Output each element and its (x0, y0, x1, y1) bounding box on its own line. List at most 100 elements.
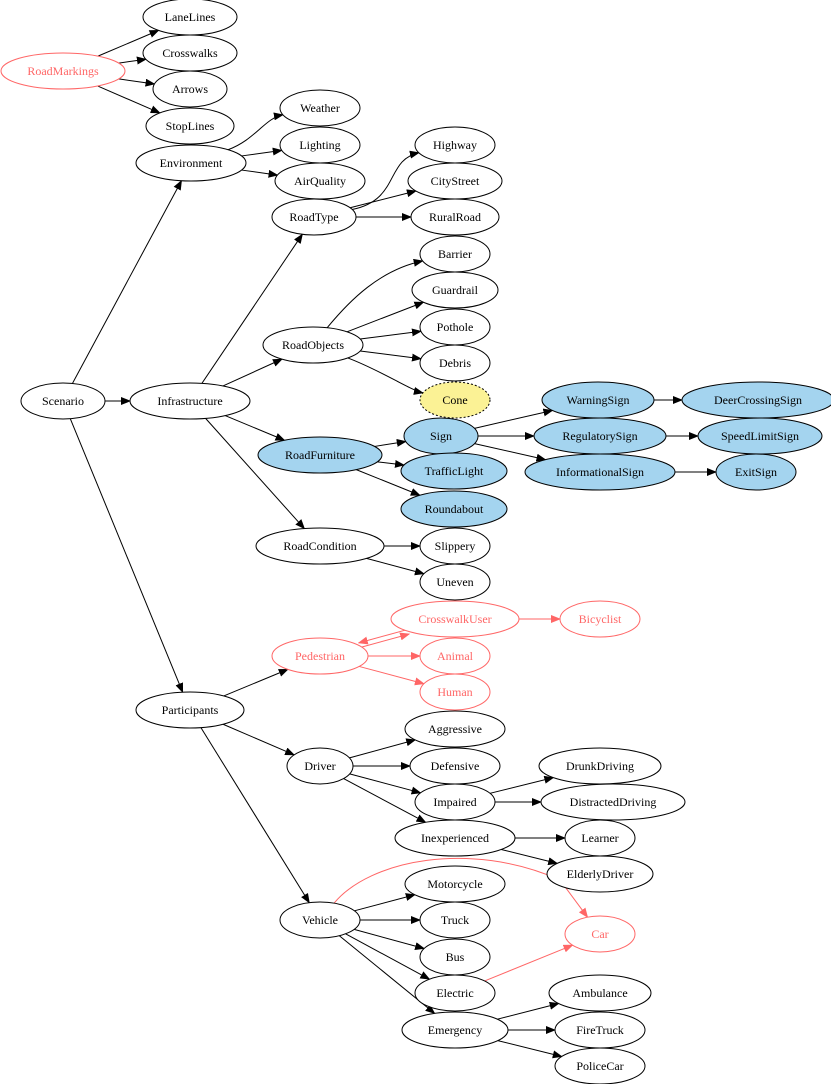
node-policecar[interactable]: PoliceCar (554, 1047, 646, 1084)
node-driver[interactable]: Driver (286, 747, 354, 785)
edge-vehicle-to-car (333, 857, 589, 918)
node-shape (390, 600, 520, 638)
node-label: Defensive (431, 759, 480, 773)
node-label: Sign (430, 429, 452, 443)
edge-sign-to-informationalsign (474, 443, 547, 462)
node-exitsign[interactable]: ExitSign (715, 453, 797, 491)
node-label: CityStreet (431, 174, 480, 188)
edge-participants-to-pedestrian (223, 668, 289, 697)
node-crosswalkuser[interactable]: CrosswalkUser (390, 600, 520, 638)
node-label: LaneLines (165, 10, 216, 24)
node-label: Crosswalks (162, 46, 218, 60)
node-label: Highway (433, 138, 477, 152)
node-learner[interactable]: Learner (564, 819, 636, 857)
node-roadobjects[interactable]: RoadObjects (262, 326, 364, 364)
edge-roadmarkings-to-arrows (118, 78, 156, 87)
node-roadmarkings[interactable]: RoadMarkings (0, 52, 126, 90)
node-inexperienced[interactable]: Inexperienced (394, 819, 516, 857)
node-highway[interactable]: Highway (414, 126, 496, 164)
node-citystreet[interactable]: CityStreet (407, 162, 503, 200)
node-crosswalks[interactable]: Crosswalks (142, 34, 238, 72)
node-label: RuralRoad (429, 210, 481, 224)
node-ambulance[interactable]: Ambulance (548, 974, 652, 1012)
edge-driver-to-impaired (349, 773, 422, 795)
node-trafficlight[interactable]: TrafficLight (400, 452, 508, 490)
node-guardrail[interactable]: Guardrail (411, 271, 499, 309)
node-aggressive[interactable]: Aggressive (404, 710, 506, 748)
node-firetruck[interactable]: FireTruck (554, 1011, 646, 1049)
edge-electric-to-car (484, 944, 574, 982)
node-barrier[interactable]: Barrier (419, 235, 491, 273)
node-slippery[interactable]: Slippery (419, 527, 491, 565)
edge-participants-to-vehicle (200, 727, 310, 904)
node-label: CrosswalkUser (418, 612, 491, 626)
node-animal[interactable]: Animal (419, 637, 491, 675)
node-scenario[interactable]: Scenario (20, 382, 106, 420)
node-roadcondition[interactable]: RoadCondition (255, 527, 385, 565)
node-label: Infrastructure (157, 394, 222, 408)
node-weather[interactable]: Weather (279, 89, 361, 127)
node-informationalsign[interactable]: InformationalSign (524, 453, 676, 491)
edge-inexperienced-to-elderlydriver (501, 848, 559, 866)
node-vehicle[interactable]: Vehicle (279, 901, 361, 939)
edge-roadmarkings-to-stoplines (97, 85, 161, 114)
edge-roadobjects-to-cone (347, 357, 424, 395)
node-label: Learner (581, 831, 618, 845)
edge-sign-to-warningsign (474, 408, 554, 429)
node-label: SpeedLimitSign (721, 429, 799, 443)
node-human[interactable]: Human (419, 673, 491, 711)
node-roadfurniture[interactable]: RoadFurniture (257, 436, 383, 474)
node-participants[interactable]: Participants (135, 691, 245, 729)
node-label: DeerCrossingSign (714, 393, 802, 407)
edge-roadtype-to-highway (352, 150, 420, 210)
node-impaired[interactable]: Impaired (414, 783, 496, 821)
node-label: Impaired (433, 795, 476, 809)
edge-impaired-to-drunkdriving (489, 775, 555, 794)
node-deercrossingsign[interactable]: DeerCrossingSign (681, 381, 831, 419)
edge-roadobjects-to-guardrail (346, 301, 425, 333)
node-sign[interactable]: Sign (403, 417, 479, 455)
node-arrows[interactable]: Arrows (152, 70, 228, 108)
node-truck[interactable]: Truck (419, 901, 491, 939)
node-lighting[interactable]: Lighting (279, 126, 361, 164)
edge-environment-to-airquality (241, 169, 279, 178)
node-motorcycle[interactable]: Motorcycle (404, 865, 506, 903)
node-shape (255, 527, 385, 565)
node-label: FireTruck (576, 1023, 624, 1037)
node-shape (145, 107, 235, 145)
node-bus[interactable]: Bus (419, 938, 491, 976)
node-drunkdriving[interactable]: DrunkDriving (538, 747, 662, 785)
edge-infrastructure-to-roadfurniture (224, 415, 286, 441)
node-electric[interactable]: Electric (414, 974, 496, 1012)
node-label: Debris (439, 356, 471, 370)
node-pothole[interactable]: Pothole (419, 308, 491, 346)
edge-emergency-to-ambulance (497, 1001, 560, 1020)
node-infrastructure[interactable]: Infrastructure (129, 382, 251, 420)
node-airquality[interactable]: AirQuality (274, 162, 366, 200)
node-stoplines[interactable]: StopLines (145, 107, 235, 145)
node-car[interactable]: Car (564, 915, 636, 953)
node-roadtype[interactable]: RoadType (271, 198, 357, 236)
node-ruralroad[interactable]: RuralRoad (410, 198, 500, 236)
node-label: Weather (300, 101, 340, 115)
node-shape (400, 490, 508, 528)
node-label: RoadCondition (283, 539, 356, 553)
node-label: DrunkDriving (566, 759, 634, 773)
node-debris[interactable]: Debris (419, 344, 491, 382)
node-bicyclist[interactable]: Bicyclist (559, 600, 641, 638)
node-defensive[interactable]: Defensive (409, 747, 501, 785)
node-elderlydriver[interactable]: ElderlyDriver (546, 855, 654, 893)
node-warningsign[interactable]: WarningSign (541, 381, 655, 419)
node-speedlimitsign[interactable]: SpeedLimitSign (697, 417, 823, 455)
node-regulatorysign[interactable]: RegulatorySign (533, 417, 667, 455)
node-uneven[interactable]: Uneven (419, 563, 491, 601)
node-roundabout[interactable]: Roundabout (400, 490, 508, 528)
node-pedestrian[interactable]: Pedestrian (271, 637, 369, 675)
node-lanelines[interactable]: LaneLines (142, 0, 238, 36)
node-environment[interactable]: Environment (135, 144, 247, 182)
node-cone[interactable]: Cone (419, 381, 491, 419)
node-distracteddriving[interactable]: DistractedDriving (540, 783, 686, 821)
node-emergency[interactable]: Emergency (401, 1011, 509, 1049)
edge-emergency-to-policecar (497, 1040, 563, 1059)
